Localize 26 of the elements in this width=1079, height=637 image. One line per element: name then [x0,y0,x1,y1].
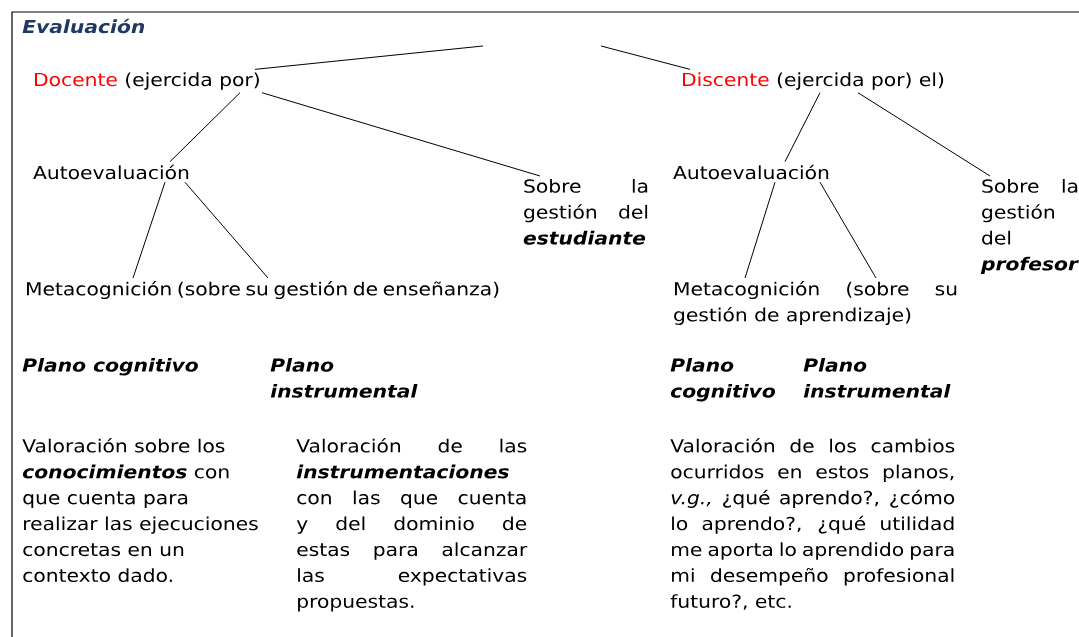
connector-line [169,92,241,163]
branch-label: Discente (ejercida por) el) [683,72,944,90]
plane-heading: Plano instrumental [803,358,951,398]
connector-line [261,92,541,177]
plane-heading: Plano instrumental [270,358,418,398]
branch-label: Autoevaluación [33,164,189,180]
branch-label: Metacognición (sobre su gestión de aprendizaje) [674,281,957,325]
connector-line [744,181,776,279]
plane-heading: Plano cognitivo [670,358,776,402]
connector-line [184,181,269,279]
connector-line [600,45,691,70]
branch-label: Sobre la gestión del profesor [980,179,1079,275]
connector-line [132,181,166,279]
description-text: Valoración de las instrumentaciones con las que cuenta y del dominio de estas para alcanzar las expectativas propuestas. [296,438,528,612]
connector-line [819,181,877,279]
connector-line [254,45,484,70]
branch-label: Docente (ejercida por) [35,72,259,90]
branch-label: Autoevaluación [673,164,829,180]
branch-label: Metacognición (sobre su gestión de enseñanza) [27,281,499,300]
description-text: Valoración sobre los conocimientos con que cuenta para realizar las ejecuciones concretas en un contexto dado. [22,438,258,583]
description-text: Valoración de los cambios ocurridos en estos planos, v.g., ¿qué aprendo?, ¿cómo lo aprendo?, ¿qué utilidad me aporta lo aprendido para mi desempeño profesional futuro?, etc. [670,438,955,610]
connector-line [784,92,821,163]
title: Evaluación [22,18,145,34]
connector-line [857,92,991,177]
plane-heading: Plano cognitivo [22,358,198,376]
branch-label: Sobre la gestión del estudiante [523,179,648,245]
